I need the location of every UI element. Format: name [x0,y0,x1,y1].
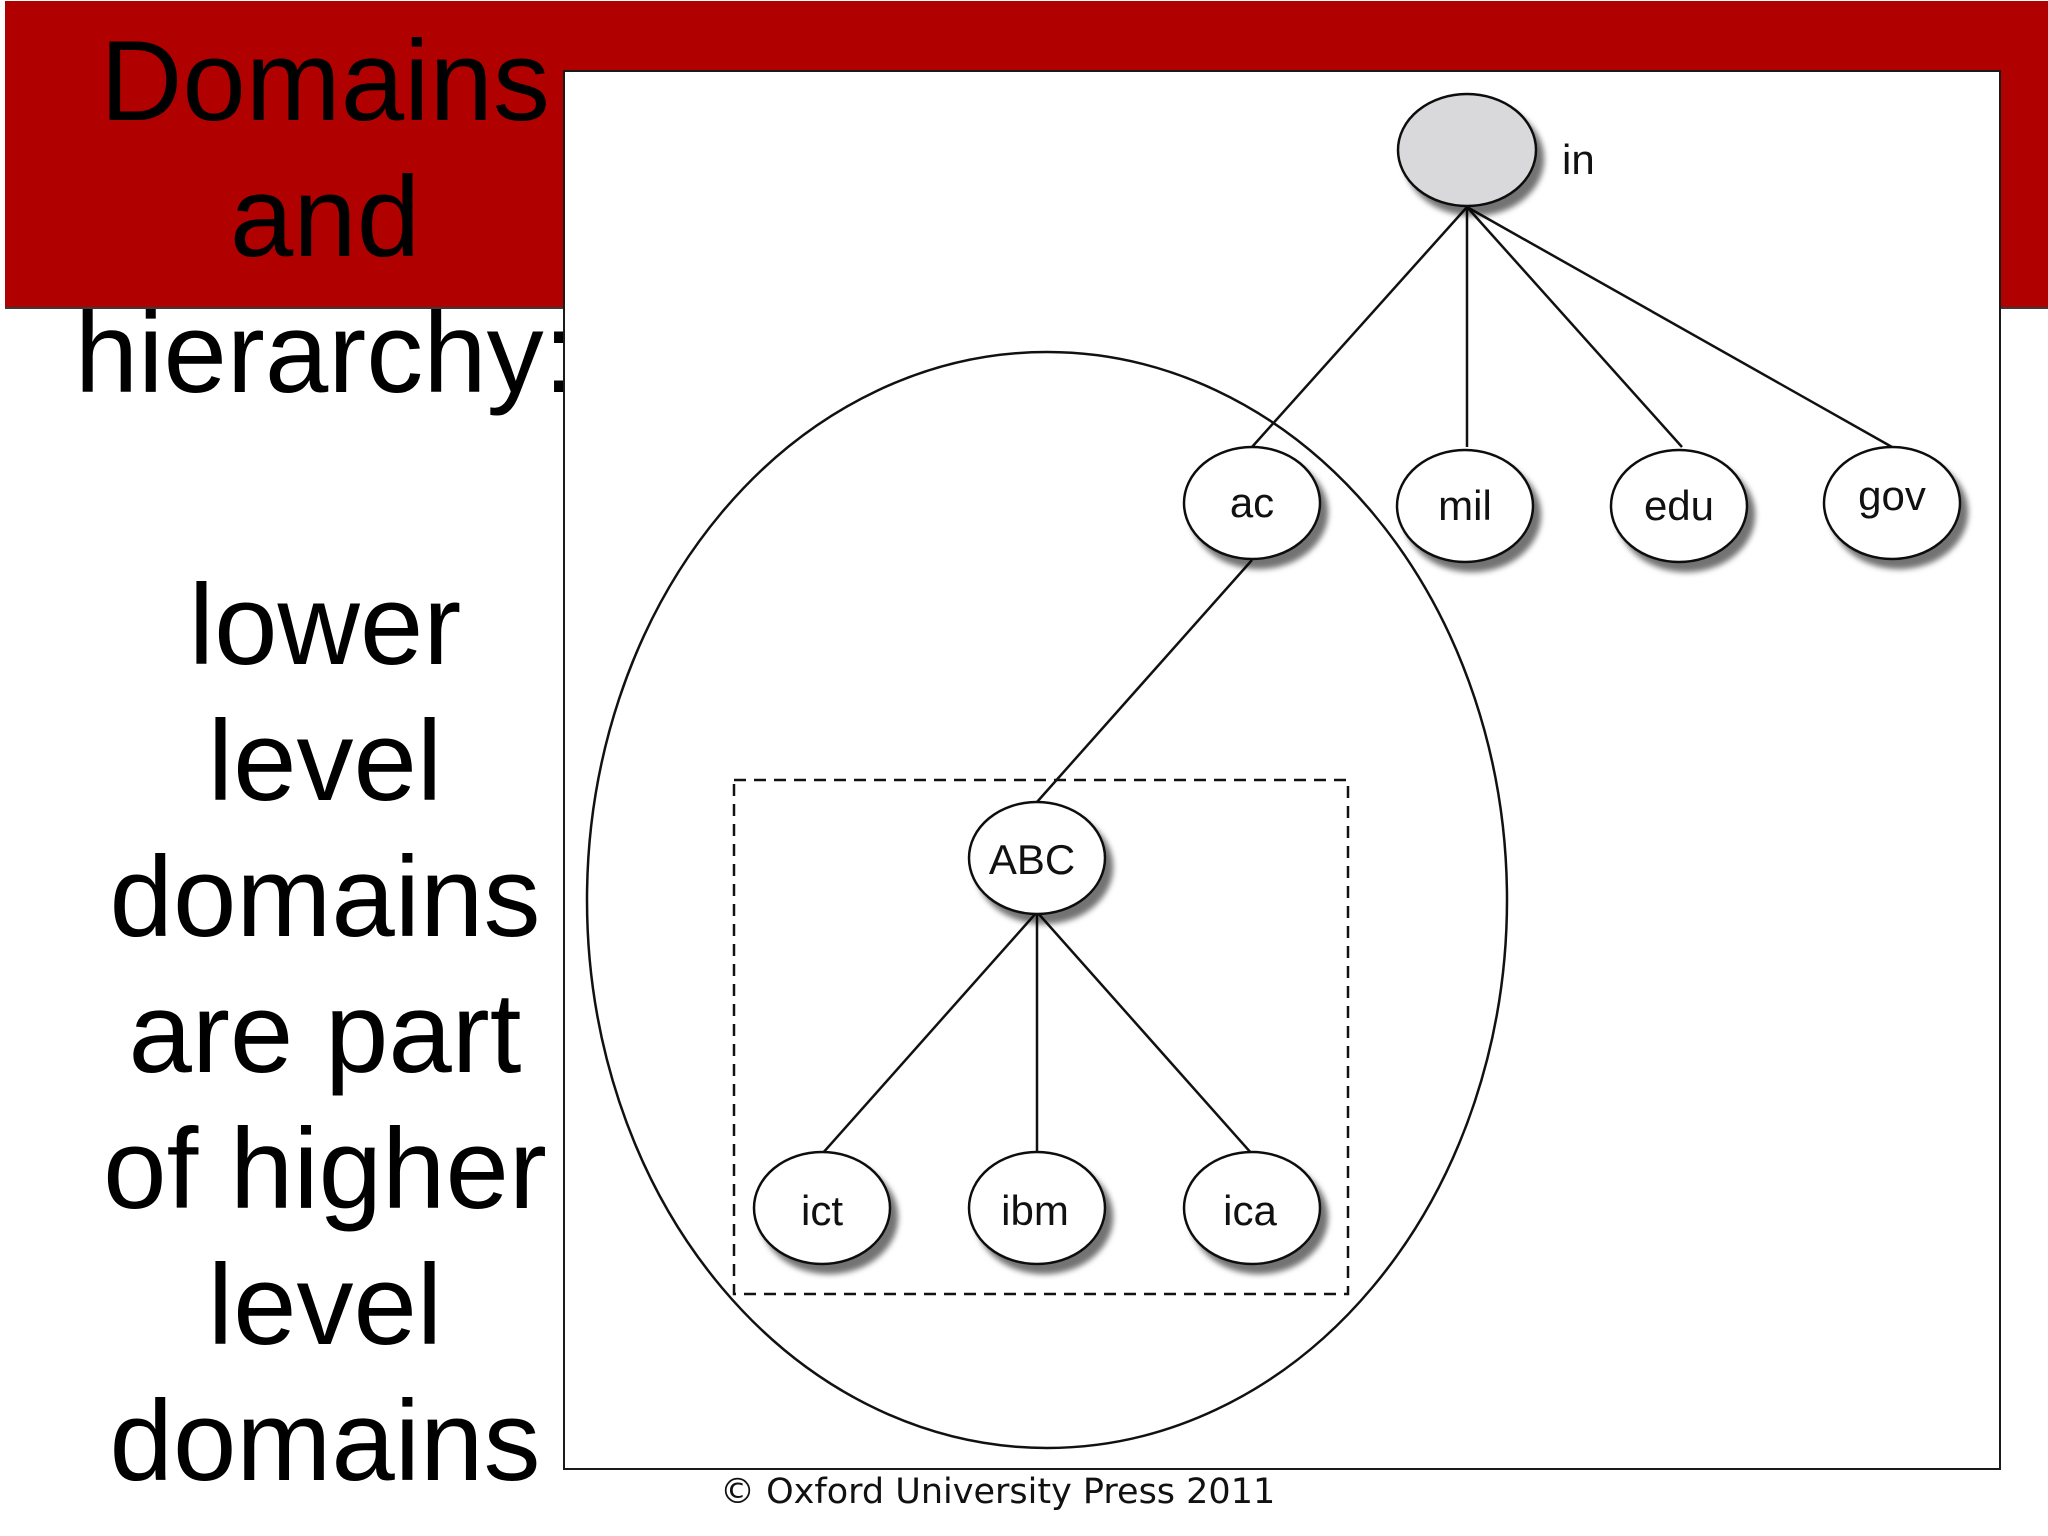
node-label-gov: gov [1858,472,1926,519]
body-line: level [207,698,443,825]
node-mil: mil [1395,448,1535,564]
title-line: Domains [100,18,550,145]
node-label-edu: edu [1644,482,1714,529]
title-line: and [229,154,421,281]
body-line: are part [128,970,522,1097]
domain-tree-diagram: in ac mil edu gov ABC ict ibm [563,70,2001,1470]
tree-edges [821,205,1893,1155]
node-label-ica: ica [1223,1187,1277,1234]
node-ica: ica [1182,1150,1322,1266]
node-label-in: in [1562,136,1595,183]
body-line: lower [188,562,462,689]
node-ict: ict [752,1150,892,1266]
node-in [1396,92,1538,208]
node-label-mil: mil [1438,482,1492,529]
domain-tree-svg: in ac mil edu gov ABC ict ibm [585,92,1962,1450]
copyright-footer: © Oxford University Press 2011 [720,1472,1276,1512]
node-label-ibm: ibm [1001,1187,1069,1234]
node-label-abc: ABC [989,836,1075,883]
node-label-ict: ict [801,1187,843,1234]
node-ac: ac [1182,445,1322,561]
body-line: domains [109,834,541,961]
organization-box [732,778,1350,1296]
node-ibm: ibm [967,1150,1107,1266]
node-edu: edu [1609,448,1749,564]
body-line: level [207,1242,443,1369]
zone-ellipse [585,350,1509,1450]
body-line: of higher [103,1106,547,1233]
node-gov: gov [1822,445,1962,561]
body-line: domains [109,1378,541,1505]
slide-text: Domains and hierarchy: lower level domai… [40,14,610,1510]
title-line: hierarchy: [74,290,576,417]
node-label-ac: ac [1230,479,1274,526]
node-abc: ABC [967,800,1107,916]
